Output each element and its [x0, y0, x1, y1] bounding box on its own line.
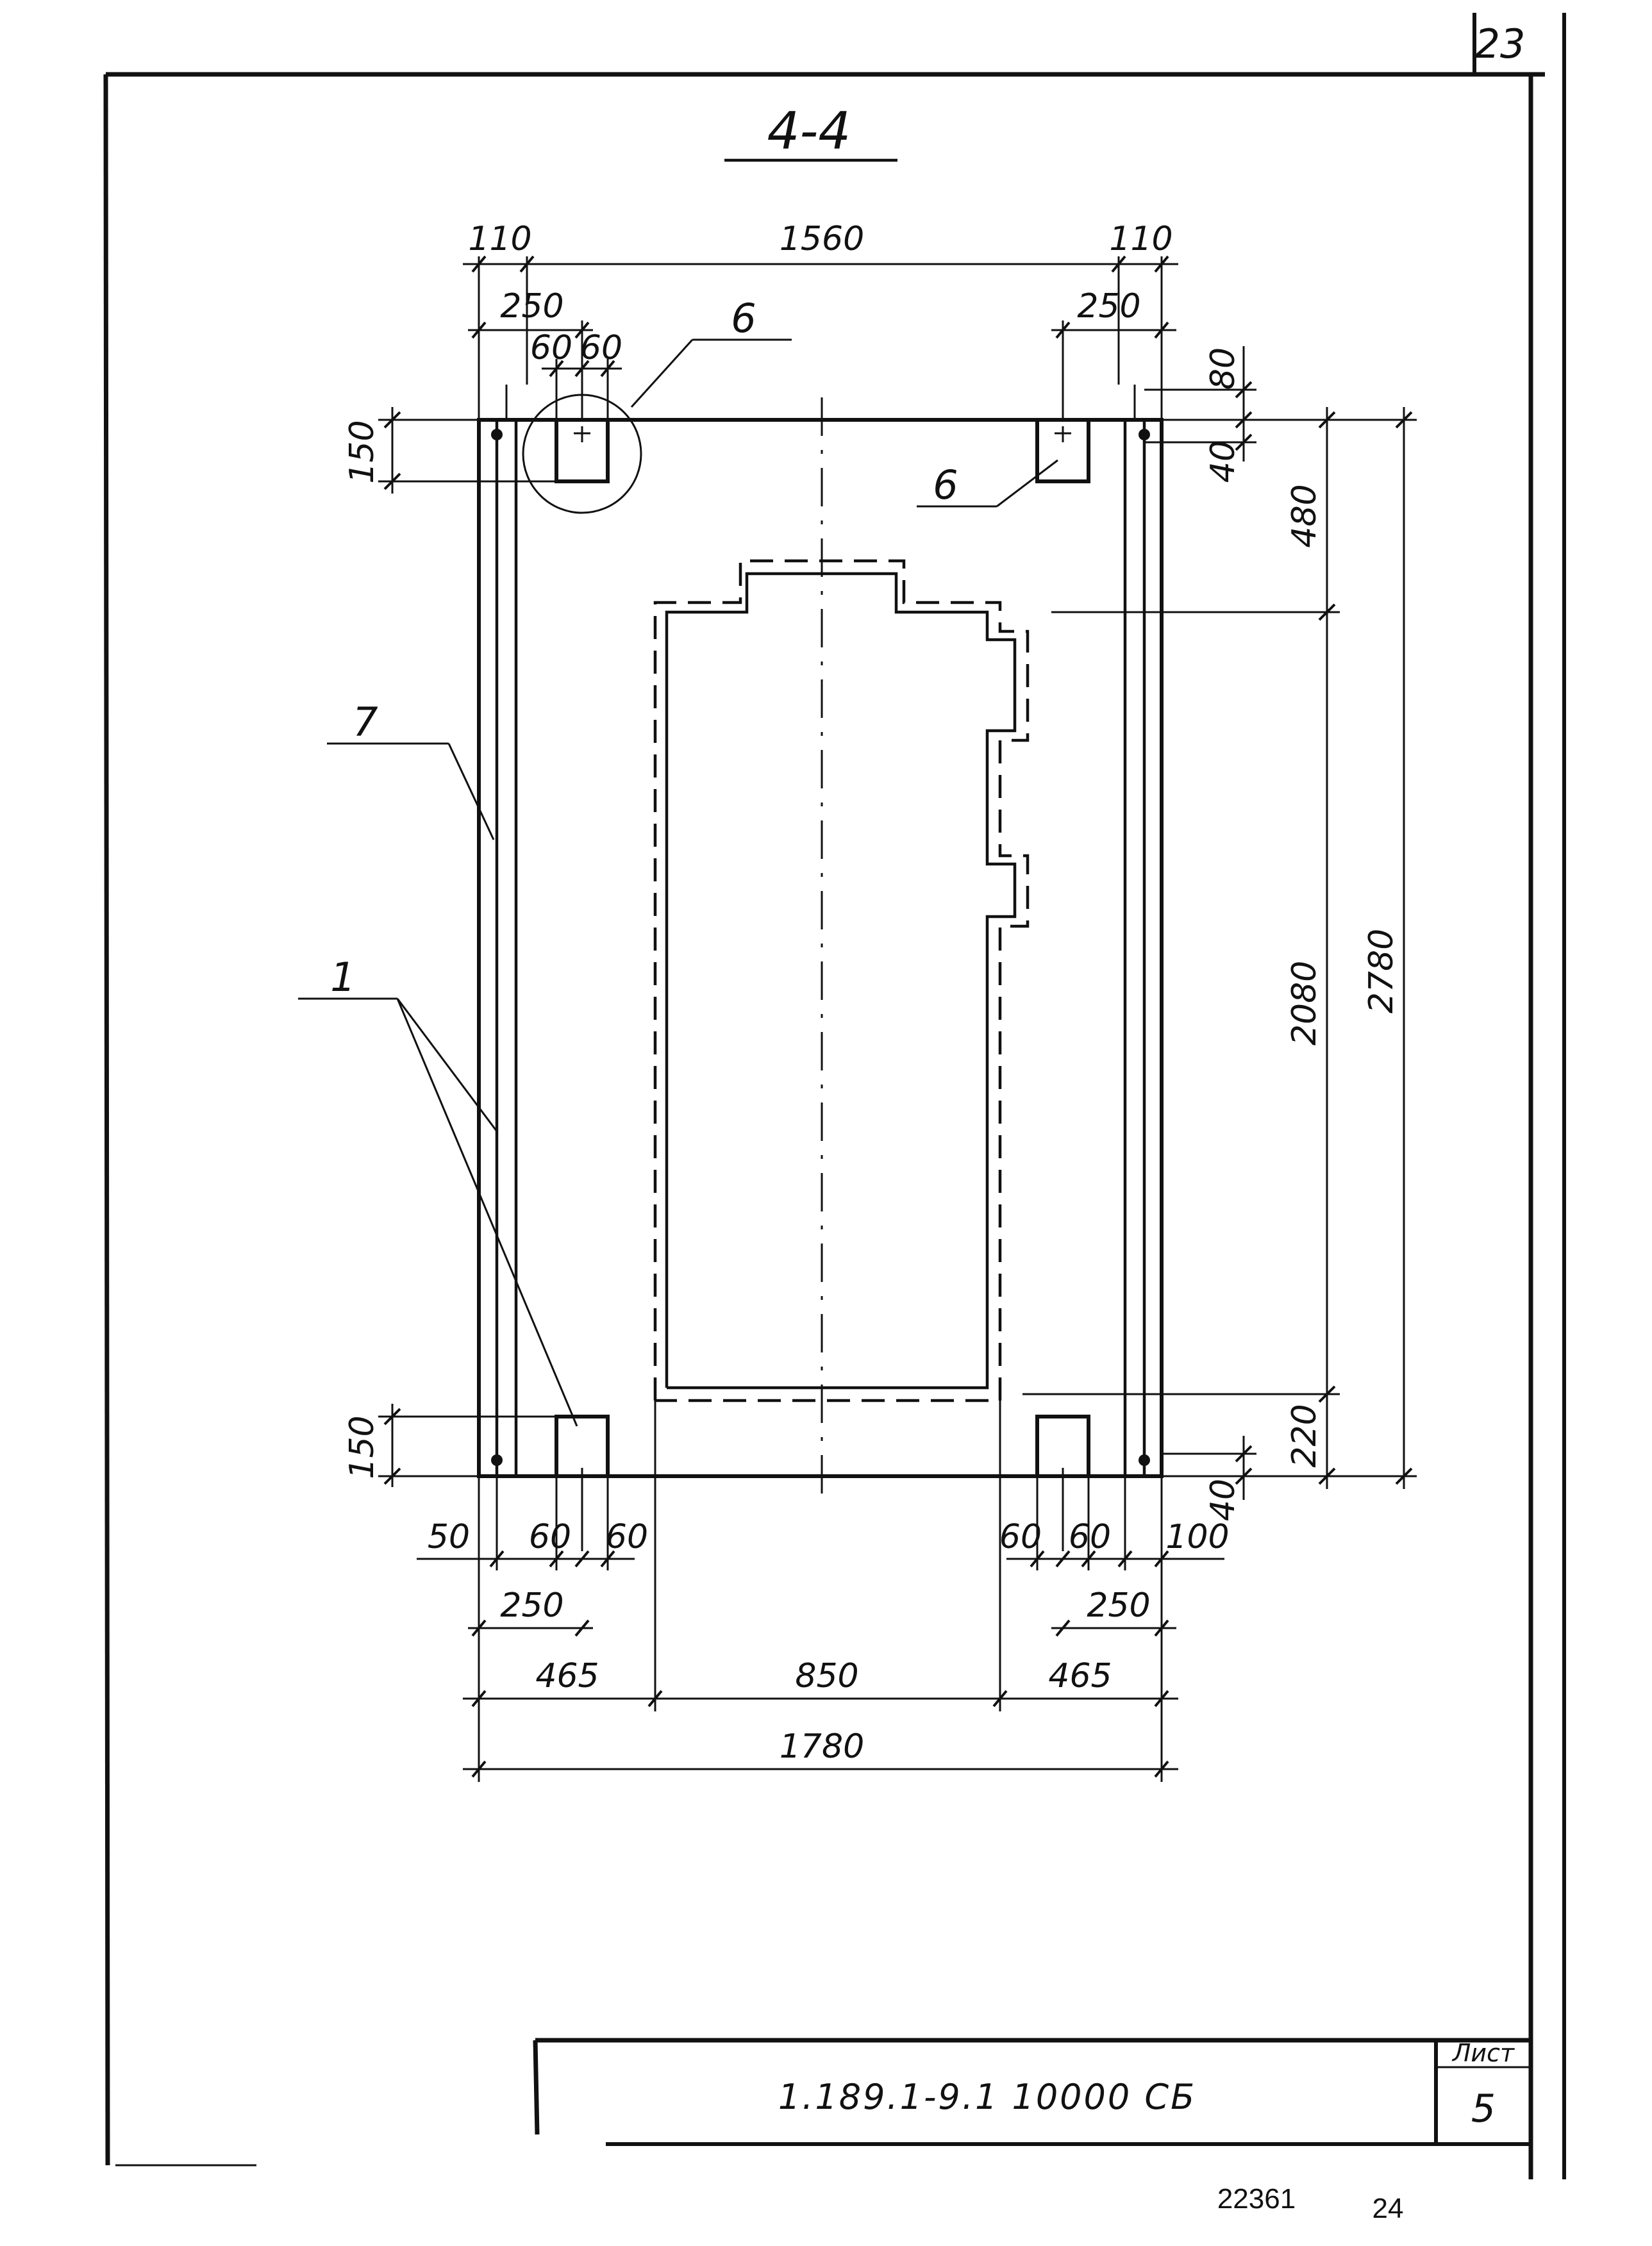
dim-bottom-60-b: 60	[606, 1518, 648, 1556]
door-opening	[653, 559, 1030, 1402]
dim-top-60-a: 60	[530, 329, 572, 367]
dim-bottom-850: 850	[795, 1657, 858, 1695]
page-number-top: 23	[1475, 21, 1526, 67]
dim-top-250-right: 250	[1077, 287, 1140, 326]
dim-bottom-250-right: 250	[1087, 1586, 1150, 1625]
dim-bottom-465-right: 465	[1048, 1657, 1112, 1695]
dim-bottom-50: 50	[428, 1518, 470, 1556]
dim-right-40-bottom: 40	[1204, 1479, 1242, 1521]
dim-right-2080: 2080	[1285, 961, 1324, 1045]
pocket-top-right	[1035, 418, 1090, 483]
callout-1: 1	[330, 954, 355, 1001]
dim-top-250-left: 250	[500, 287, 563, 326]
callout-7: 7	[353, 699, 378, 745]
callout-leaders	[298, 338, 1058, 1427]
top-dimension-lines	[463, 255, 1178, 420]
section-title: 4-4	[767, 101, 851, 161]
dim-bottom-100: 100	[1165, 1518, 1229, 1556]
dim-right-2780: 2780	[1362, 929, 1401, 1013]
sheet-frame	[103, 13, 1566, 2179]
sheet-label: Лист	[1451, 2039, 1515, 2067]
dim-top-110-right: 110	[1109, 220, 1172, 258]
dim-bottom-1780: 1780	[780, 1727, 864, 1766]
dim-right-480: 480	[1285, 484, 1324, 547]
pocket-bottom-left	[555, 1415, 610, 1478]
right-dimension-lines	[1022, 346, 1417, 1500]
dim-top-1560: 1560	[780, 220, 864, 258]
pocket-bottom-right	[1035, 1415, 1090, 1478]
dim-left-150-bottom: 150	[343, 1415, 381, 1479]
dim-bottom-465-left: 465	[535, 1657, 599, 1695]
dim-right-220: 220	[1285, 1404, 1324, 1467]
dim-top-110-left: 110	[468, 220, 531, 258]
dim-bottom-250-left: 250	[500, 1586, 563, 1625]
callout-6-top: 6	[731, 295, 756, 342]
title-block	[533, 2038, 1531, 2146]
sheet-number: 5	[1471, 2086, 1496, 2131]
page-number-bottom: 24	[1372, 2193, 1404, 2224]
left-dimension-lines	[378, 407, 556, 1487]
dim-bottom-60-d: 60	[1069, 1518, 1111, 1556]
pocket-top-left	[555, 418, 610, 483]
drawing-code: 1.189.1-9.1 10000 СБ	[778, 2077, 1196, 2117]
panel-outline	[477, 385, 1164, 1478]
archive-number: 22361	[1217, 2183, 1296, 2215]
dim-top-60-b: 60	[580, 329, 622, 367]
dim-left-150-top: 150	[343, 420, 381, 483]
dim-bottom-60-a: 60	[529, 1518, 571, 1556]
dim-right-40-top: 40	[1204, 440, 1242, 483]
dim-bottom-60-c: 60	[999, 1518, 1042, 1556]
dim-right-80: 80	[1204, 347, 1242, 390]
callout-6-right: 6	[933, 462, 958, 508]
bottom-dimension-lines	[417, 1401, 1224, 1782]
